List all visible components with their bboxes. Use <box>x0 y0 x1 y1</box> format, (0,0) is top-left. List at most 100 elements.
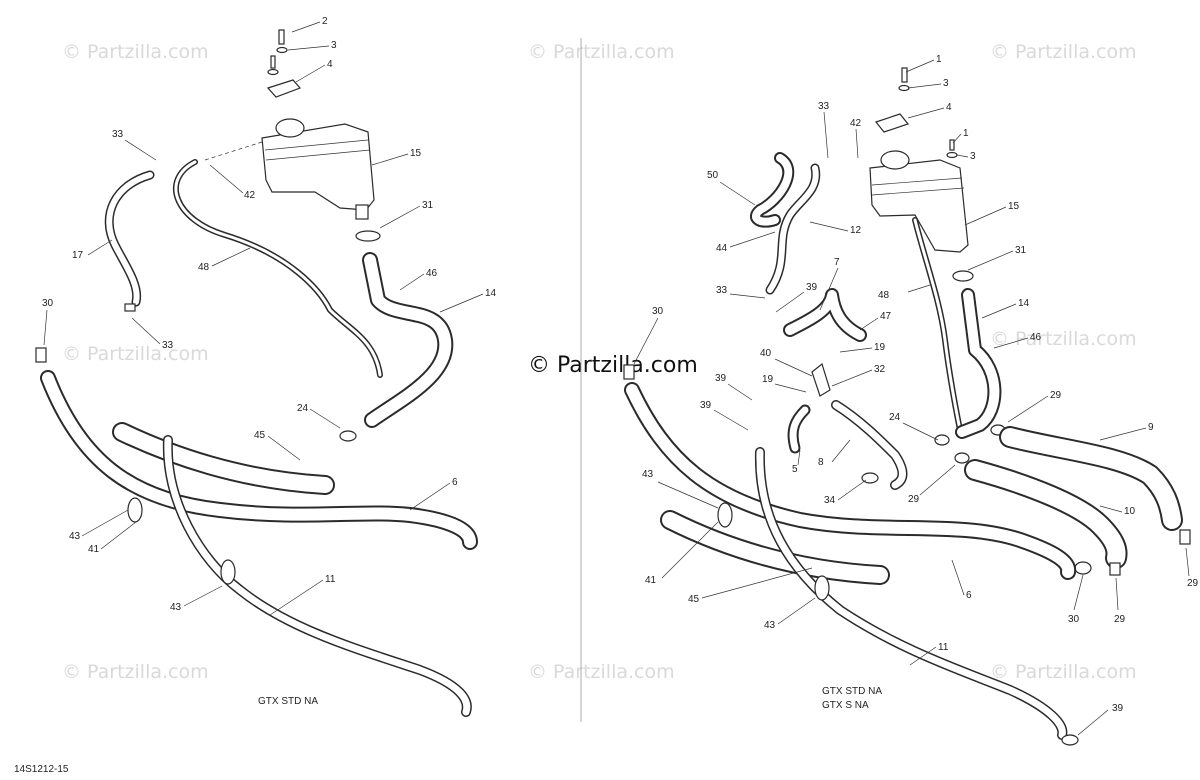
variant-caption-left: GTX STD NA <box>258 696 318 707</box>
callout-label: 7 <box>834 257 840 268</box>
callout-label: 1 <box>936 54 942 65</box>
watermark: © Partzilla.com <box>990 41 1137 63</box>
callout-label: 2 <box>322 16 328 27</box>
callout-label: 30 <box>652 306 664 317</box>
washer <box>898 84 910 92</box>
reservoir-cap <box>266 79 302 98</box>
callout-label: 19 <box>874 342 886 353</box>
callout-label: 30 <box>42 298 54 309</box>
screw <box>270 55 276 69</box>
left-callouts: 2 3 4 15 33 42 31 17 48 46 14 30 33 24 4… <box>42 16 497 616</box>
screw <box>278 29 285 45</box>
callout-label: 43 <box>764 620 776 631</box>
callout-label: 48 <box>878 290 890 301</box>
variant-caption-right-1: GTX STD NA <box>822 686 882 697</box>
callout-label: 41 <box>645 575 657 586</box>
clamp-43 <box>717 502 733 528</box>
callout-label: 29 <box>1050 390 1062 401</box>
fitting-29 <box>1109 562 1121 576</box>
callout-label: 42 <box>244 190 256 201</box>
screw <box>901 67 908 83</box>
callout-label: 3 <box>943 78 949 89</box>
callout-label: 42 <box>850 118 862 129</box>
left-panel <box>35 29 478 717</box>
clamp-43 <box>220 559 236 585</box>
callout-label: 12 <box>850 225 862 236</box>
watermark: © Partzilla.com <box>62 41 209 63</box>
washer <box>946 151 958 159</box>
coolant-reservoir <box>261 118 375 220</box>
callout-label: 24 <box>297 403 309 414</box>
clamp-24 <box>339 430 357 442</box>
callout-label: 17 <box>72 250 84 261</box>
callout-label: 44 <box>716 243 728 254</box>
callout-label: 33 <box>162 340 174 351</box>
callout-label: 31 <box>1015 245 1027 256</box>
callout-label: 39 <box>700 400 712 411</box>
callout-label: 47 <box>880 311 892 322</box>
clamp-43 <box>127 497 143 523</box>
watermark: © Partzilla.com <box>62 343 209 365</box>
callout-label: 45 <box>688 594 700 605</box>
callout-label: 8 <box>818 457 824 468</box>
clamp-43 <box>814 575 830 601</box>
clamp-34 <box>861 472 879 484</box>
clamp-24 <box>934 434 950 446</box>
callout-label: 29 <box>1114 614 1126 625</box>
callout-label: 39 <box>806 282 818 293</box>
callout-label: 4 <box>327 59 333 70</box>
callout-label: 29 <box>908 494 920 505</box>
callout-label: 19 <box>762 374 774 385</box>
callout-label: 31 <box>422 200 434 211</box>
callout-label: 15 <box>1008 201 1020 212</box>
callout-label: 9 <box>1148 422 1154 433</box>
callout-label: 15 <box>410 148 422 159</box>
callout-label: 46 <box>426 268 438 279</box>
callout-label: 34 <box>824 495 836 506</box>
clamp-30 <box>35 347 47 363</box>
clamp-31 <box>355 230 381 242</box>
coolant-reservoir <box>869 150 969 253</box>
watermark: © Partzilla.com <box>528 661 675 683</box>
callout-label: 48 <box>198 262 210 273</box>
clamp-30 <box>623 364 635 380</box>
callout-label: 39 <box>1112 703 1124 714</box>
right-panel <box>623 67 1191 746</box>
watermark-layer: © Partzilla.com © Partzilla.com © Partzi… <box>62 41 1137 683</box>
callout-label: 39 <box>715 373 727 384</box>
callout-label: 33 <box>716 285 728 296</box>
callout-label: 43 <box>69 531 81 542</box>
callout-label: 11 <box>938 642 949 653</box>
callout-label: 10 <box>1124 506 1136 517</box>
callout-label: 32 <box>874 364 886 375</box>
callout-label: 14 <box>1018 298 1030 309</box>
washer <box>267 68 279 76</box>
callout-label: 50 <box>707 170 719 181</box>
clamp-29 <box>954 452 970 464</box>
callout-label: 41 <box>88 544 100 555</box>
fitting-40 <box>811 362 831 397</box>
callout-label: 43 <box>170 602 182 613</box>
callout-label: 4 <box>946 102 952 113</box>
reservoir-cap <box>874 113 910 133</box>
callout-label: 43 <box>642 469 654 480</box>
callout-label: 40 <box>760 348 772 359</box>
washer <box>276 46 288 54</box>
callout-label: 14 <box>485 288 497 299</box>
fitting-29 <box>1179 529 1191 545</box>
right-callouts: 1 3 4 33 42 1 3 50 15 12 44 31 7 33 39 4… <box>633 54 1199 736</box>
callout-label: 1 <box>963 128 969 139</box>
callout-label: 45 <box>254 430 266 441</box>
callout-label: 5 <box>792 464 798 475</box>
fitting-33 <box>124 303 136 312</box>
callout-label: 33 <box>112 129 124 140</box>
callout-label: 24 <box>889 412 901 423</box>
drawing-code: 14S1212-15 <box>14 764 69 775</box>
callout-label: 30 <box>1068 614 1080 625</box>
screw <box>949 139 955 151</box>
watermark: © Partzilla.com <box>528 41 675 63</box>
variant-caption-right-2: GTX S NA <box>822 700 869 711</box>
center-watermark: © Partzilla.com <box>528 353 698 378</box>
clamp-39 <box>1061 734 1079 746</box>
